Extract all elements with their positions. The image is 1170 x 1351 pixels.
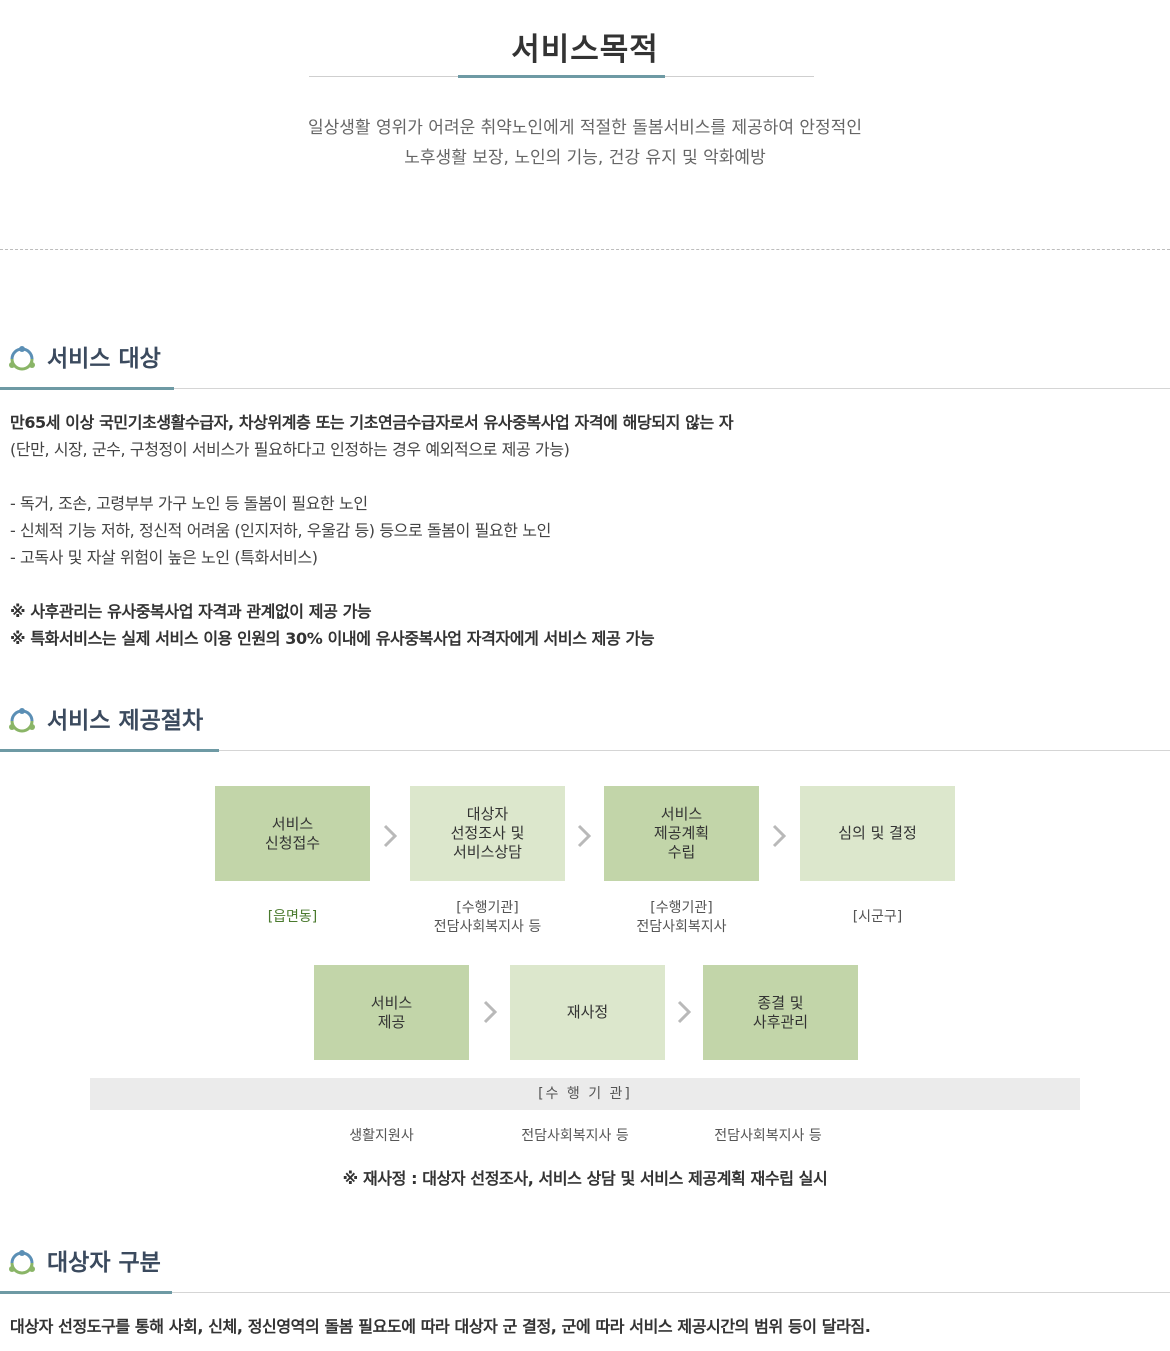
section-line — [0, 388, 1170, 389]
section-title-classification: 대상자 구분 — [47, 1249, 161, 1276]
section-header-target: 서비스 대상 — [0, 345, 1170, 391]
role-reassessment: 전담사회복지사 등 — [521, 1128, 629, 1144]
purpose-description: 일상생활 영위가 어려운 취약노인에게 적절한 돌봄서비스를 제공하여 안정적인… — [0, 113, 1170, 173]
role-service: 생활지원사 — [349, 1128, 414, 1144]
section-title-target: 서비스 대상 — [47, 345, 161, 372]
target-main: 만65세 이상 국민기초생활수급자, 차상위계층 또는 기초연금수급자로서 유사… — [10, 413, 734, 432]
purpose-title-accent — [458, 75, 665, 78]
section-header-classification: 대상자 구분 — [0, 1249, 1170, 1295]
purpose-desc-line-1: 일상생활 영위가 어려운 취약노인에게 적절한 돌봄서비스를 제공하여 안정적인 — [308, 118, 862, 138]
step-agency-planning: [수행기관] 전담사회복지사 — [636, 900, 727, 935]
step-box-closure: 종결 및 사후관리 — [703, 965, 858, 1060]
step-box-reassessment: 재사정 — [510, 965, 665, 1060]
target-item-1: - 독거, 조손, 고령부부 가구 노인 등 돌봄이 필요한 노인 — [10, 494, 368, 513]
step-box-assessment: 대상자 선정조사 및 서비스상담 — [410, 786, 565, 881]
chevron-right-icon — [772, 824, 786, 848]
section-ring-icon — [9, 1250, 35, 1275]
section-accent — [0, 749, 219, 752]
step-agency-application: [읍면동] — [267, 909, 318, 925]
target-exception: (단만, 시장, 군수, 구청정이 서비스가 필요하다고 인정하는 경우 예외적… — [10, 440, 570, 459]
step-box-application: 서비스 신청접수 — [215, 786, 370, 881]
section-header-procedure: 서비스 제공절차 — [0, 707, 1170, 753]
chevron-right-icon — [483, 1000, 497, 1024]
step-box-decision: 심의 및 결정 — [800, 786, 955, 881]
section-ring-icon — [9, 346, 35, 371]
target-note-1: ※ 사후관리는 유사중복사업 자격과 관계없이 제공 가능 — [10, 602, 372, 621]
step-agency-assessment: [수행기관] 전담사회복지사 등 — [433, 900, 542, 935]
org-bar: [수 행 기 관] — [90, 1078, 1080, 1110]
step-agency-decision: [시군구] — [852, 909, 903, 925]
chevron-right-icon — [383, 824, 397, 848]
section-accent — [0, 387, 174, 390]
section-accent — [0, 1291, 172, 1294]
section-ring-icon — [9, 708, 35, 733]
role-closure: 전담사회복지사 등 — [714, 1128, 822, 1144]
section-line — [0, 1292, 1170, 1293]
step-box-service: 서비스 제공 — [314, 965, 469, 1060]
target-note-2: ※ 특화서비스는 실제 서비스 이용 인원의 30% 이내에 유사중복사업 자격… — [10, 629, 655, 648]
classification-text: 대상자 선정도구를 통해 사회, 신체, 정신영역의 돌봄 필요도에 따라 대상… — [10, 1317, 871, 1336]
purpose-desc-line-2: 노후생활 보장, 노인의 기능, 건강 유지 및 악화예방 — [404, 148, 766, 168]
section-title-procedure: 서비스 제공절차 — [47, 707, 204, 734]
purpose-title: 서비스목적 — [511, 32, 659, 68]
target-item-3: - 고독사 및 자살 위험이 높은 노인 (특화서비스) — [10, 548, 318, 567]
dashed-divider — [0, 249, 1170, 250]
reassessment-note: ※ 재사정 : 대상자 선정조사, 서비스 상담 및 서비스 제공계획 재수립 … — [342, 1169, 828, 1188]
chevron-right-icon — [577, 824, 591, 848]
section-line — [0, 750, 1170, 751]
target-item-2: - 신체적 기능 저하, 정신적 어려움 (인지저하, 우울감 등) 등으로 돌… — [10, 521, 551, 540]
chevron-right-icon — [677, 1000, 691, 1024]
step-box-planning: 서비스 제공계획 수립 — [604, 786, 759, 881]
